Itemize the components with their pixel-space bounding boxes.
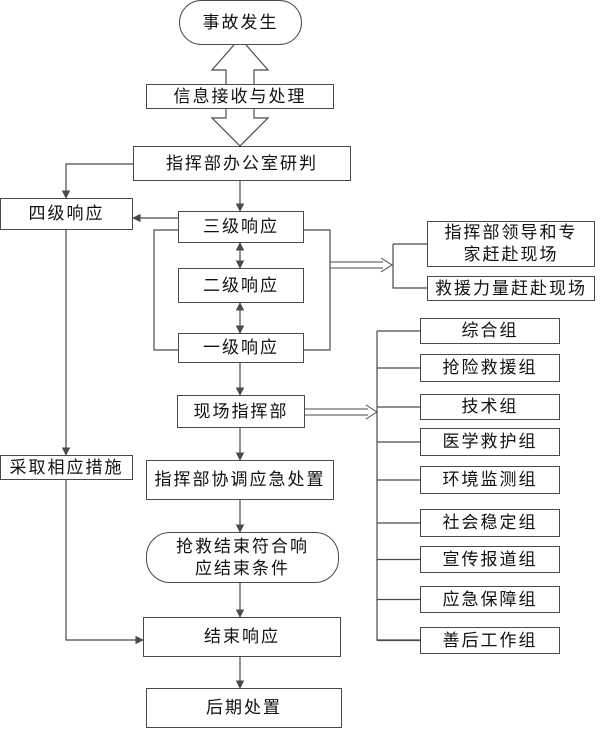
leaders-label-line1: 指挥部领导和专 [444, 223, 578, 243]
group-node: 综合组 [420, 318, 560, 344]
end-response-label: 结束响应 [204, 627, 280, 647]
rescue-force-label: 救援力量赶赴现场 [435, 278, 587, 299]
rescue-force-node: 救援力量赶赴现场 [427, 276, 595, 301]
level3-node: 三级响应 [178, 211, 304, 243]
start-node: 事故发生 [179, 0, 302, 45]
group-node: 善后工作组 [420, 627, 560, 654]
group-label: 医学救护组 [442, 432, 538, 452]
group-label: 抢险救援组 [442, 358, 538, 378]
group-node: 应急保障组 [420, 586, 560, 613]
group-node: 技术组 [420, 394, 560, 420]
measures-node: 采取相应措施 [0, 455, 133, 480]
leaders-node: 指挥部领导和专家赶赴现场 [427, 221, 595, 267]
info-node: 信息接收与处理 [146, 84, 334, 109]
aftermath-node: 后期处置 [146, 688, 342, 728]
level4-node: 四级响应 [0, 198, 133, 230]
end-condition-node: 抢救结束符合响应结束条件 [146, 532, 339, 583]
group-label: 善后工作组 [442, 630, 538, 651]
leaders-label-line2: 家赶赴现场 [463, 245, 559, 265]
judge-node: 指挥部办公室研判 [133, 146, 351, 181]
field-command-node: 现场指挥部 [177, 395, 305, 428]
group-node: 医学救护组 [420, 428, 560, 456]
measures-label: 采取相应措施 [9, 457, 124, 478]
group-label: 社会稳定组 [442, 513, 538, 533]
group-label: 环境监测组 [442, 470, 538, 490]
group-node: 宣传报道组 [420, 546, 560, 573]
coordinate-node: 指挥部协调应急处置 [146, 460, 334, 500]
end-condition-label-line1: 抢救结束符合响 [176, 536, 309, 557]
level3-label: 三级响应 [203, 217, 279, 237]
group-node: 抢险救援组 [420, 354, 560, 382]
field-command-label: 现场指挥部 [193, 401, 289, 422]
judge-label: 指挥部办公室研判 [166, 153, 318, 174]
end-response-node: 结束响应 [143, 617, 341, 657]
level1-label: 一级响应 [203, 338, 279, 358]
level4-label: 四级响应 [28, 204, 105, 224]
level2-node: 二级响应 [178, 268, 304, 303]
group-node: 社会稳定组 [420, 509, 560, 537]
group-label: 综合组 [461, 321, 519, 341]
group-label: 技术组 [461, 397, 519, 417]
level1-node: 一级响应 [178, 333, 304, 363]
coordinate-label: 指挥部协调应急处置 [154, 470, 326, 490]
group-label: 宣传报道组 [442, 549, 538, 570]
end-condition-label-line2: 应结束条件 [195, 558, 290, 579]
aftermath-label: 后期处置 [206, 698, 282, 718]
start-label: 事故发生 [202, 12, 279, 33]
info-label: 信息接收与处理 [173, 86, 307, 107]
level2-label: 二级响应 [203, 275, 279, 296]
group-label: 应急保障组 [442, 589, 538, 610]
group-node: 环境监测组 [420, 466, 560, 494]
